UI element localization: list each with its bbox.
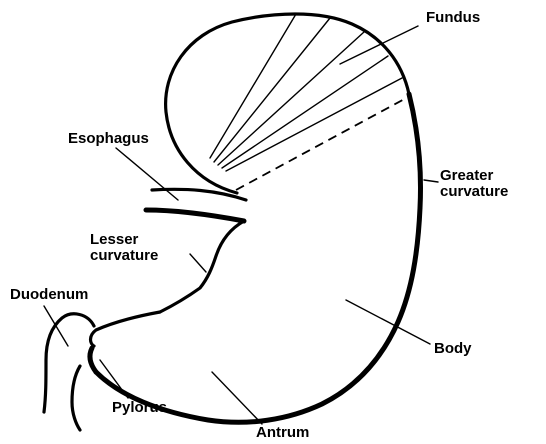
- fundus-fan-line-5: [226, 78, 402, 171]
- greater-curvature-leader: [424, 180, 438, 182]
- duodenum-label: Duodenum: [10, 287, 88, 302]
- fundus-outline: [166, 14, 409, 193]
- duodenum-outline: [44, 314, 94, 430]
- esophagus-lower-wall: [146, 210, 244, 221]
- fundus-label: Fundus: [426, 10, 480, 25]
- lesser-curvature-leader: [190, 254, 206, 272]
- fundus-fan-line-3: [218, 32, 364, 165]
- esophagus-leader: [116, 148, 178, 200]
- fundus-body-boundary: [236, 96, 410, 190]
- greater-curvature-label-line1: Greater: [440, 168, 493, 183]
- fundus-fan-line-2: [214, 18, 330, 162]
- antrum-label: Antrum: [256, 425, 309, 440]
- pylorus-label: Pylorus: [112, 400, 167, 415]
- pyloric-sphincter-ring: [90, 348, 96, 372]
- fundus-leader: [340, 26, 418, 64]
- body-label: Body: [434, 341, 472, 356]
- lesser-curvature-label-line1: Lesser: [90, 232, 138, 247]
- fundus-fan-line-4: [222, 56, 388, 168]
- antrum-leader: [212, 372, 262, 424]
- fundus-fan-line-1: [210, 14, 296, 158]
- greater-curvature-label-line2: curvature: [440, 184, 508, 199]
- pyloric-canal-upper-wall: [91, 312, 161, 346]
- esophagus-label: Esophagus: [68, 131, 149, 146]
- lesser-curvature-label-line2: curvature: [90, 248, 158, 263]
